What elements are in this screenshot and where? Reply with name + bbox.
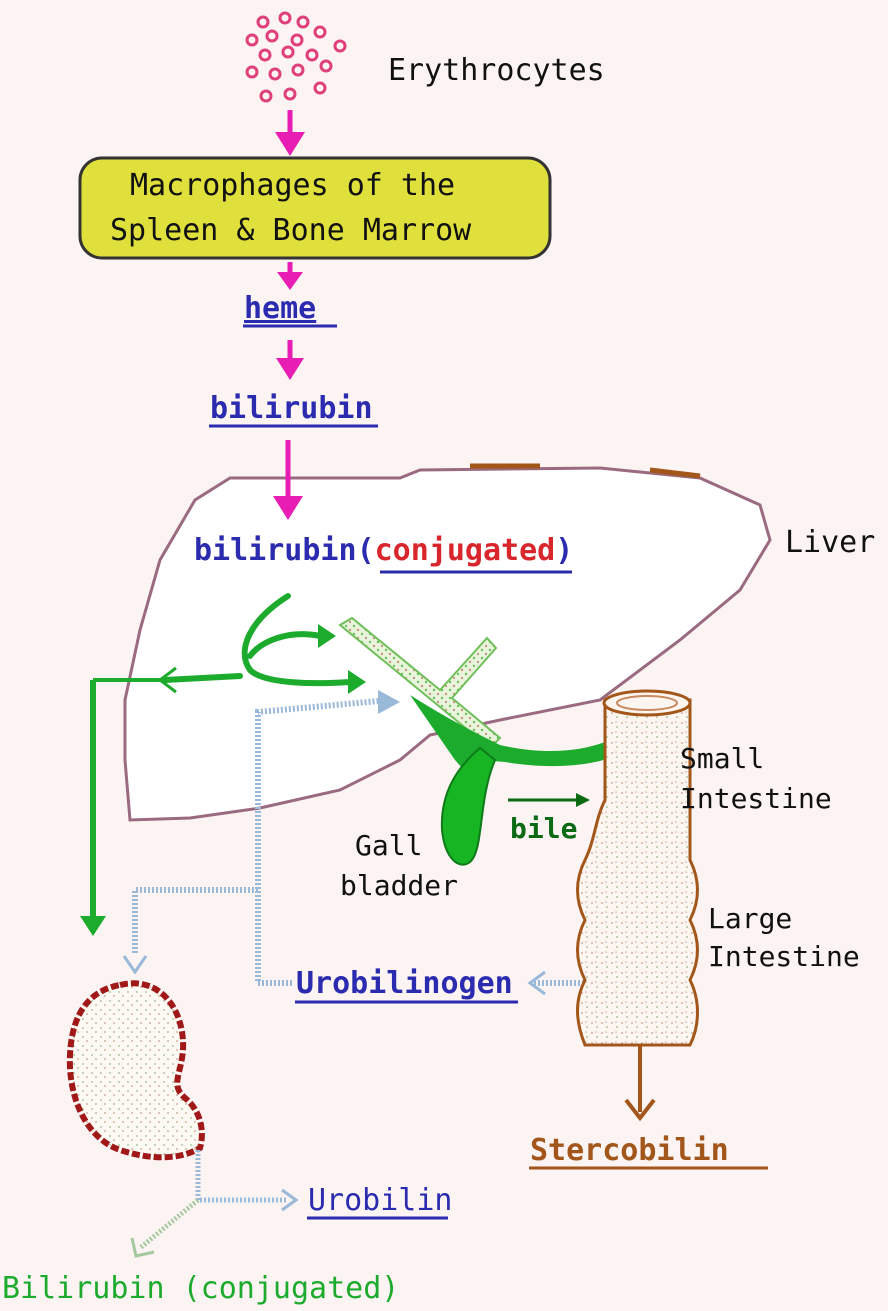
large-intestine-label-line2: Intestine xyxy=(708,940,860,973)
bile-label: bile xyxy=(510,812,577,845)
erythrocytes-label: Erythrocytes xyxy=(388,53,605,88)
gall-label-line2: bladder xyxy=(340,869,458,902)
arrow-to-heme xyxy=(277,262,303,290)
urobilinogen-label[interactable]: Urobilinogen xyxy=(296,966,513,1001)
small-intestine-label-line2: Intestine xyxy=(680,782,832,815)
kidney-icon xyxy=(70,983,202,1157)
bilirubin-conjugated-bottom-label: Bilirubin (conjugated) xyxy=(2,1271,399,1306)
urobilin-label[interactable]: Urobilin xyxy=(308,1183,453,1218)
large-intestine-label-line1: Large xyxy=(708,902,792,935)
bilirubin-label[interactable]: bilirubin xyxy=(210,391,373,426)
small-intestine-label-line1: Small xyxy=(680,742,764,775)
urine-paths xyxy=(140,1150,286,1248)
bile-arrow xyxy=(508,793,590,807)
erythrocytes-icon xyxy=(247,13,345,101)
heme-label[interactable]: heme xyxy=(244,291,316,326)
bilirubin-conjugated-label: bilirubin(conjugated) xyxy=(194,533,573,568)
bilirubin-conj-prefix: bilirubin xyxy=(194,533,357,568)
gall-bladder-icon xyxy=(442,748,495,865)
arrow-to-bilirubin xyxy=(276,340,304,380)
dotted-arrowhead-kidney xyxy=(124,956,146,972)
arrow-to-stercobilin xyxy=(626,1045,654,1118)
gall-label-line1: Gall xyxy=(355,829,422,862)
conjugated-link[interactable]: conjugated xyxy=(375,533,556,568)
liver-label: Liver xyxy=(785,525,875,560)
macrophages-label-line2: Spleen & Bone Marrow xyxy=(110,213,472,248)
arrow-to-macrophages xyxy=(275,110,305,156)
macrophages-label-line1: Macrophages of the xyxy=(130,168,455,203)
stercobilin-label[interactable]: Stercobilin xyxy=(530,1133,729,1168)
